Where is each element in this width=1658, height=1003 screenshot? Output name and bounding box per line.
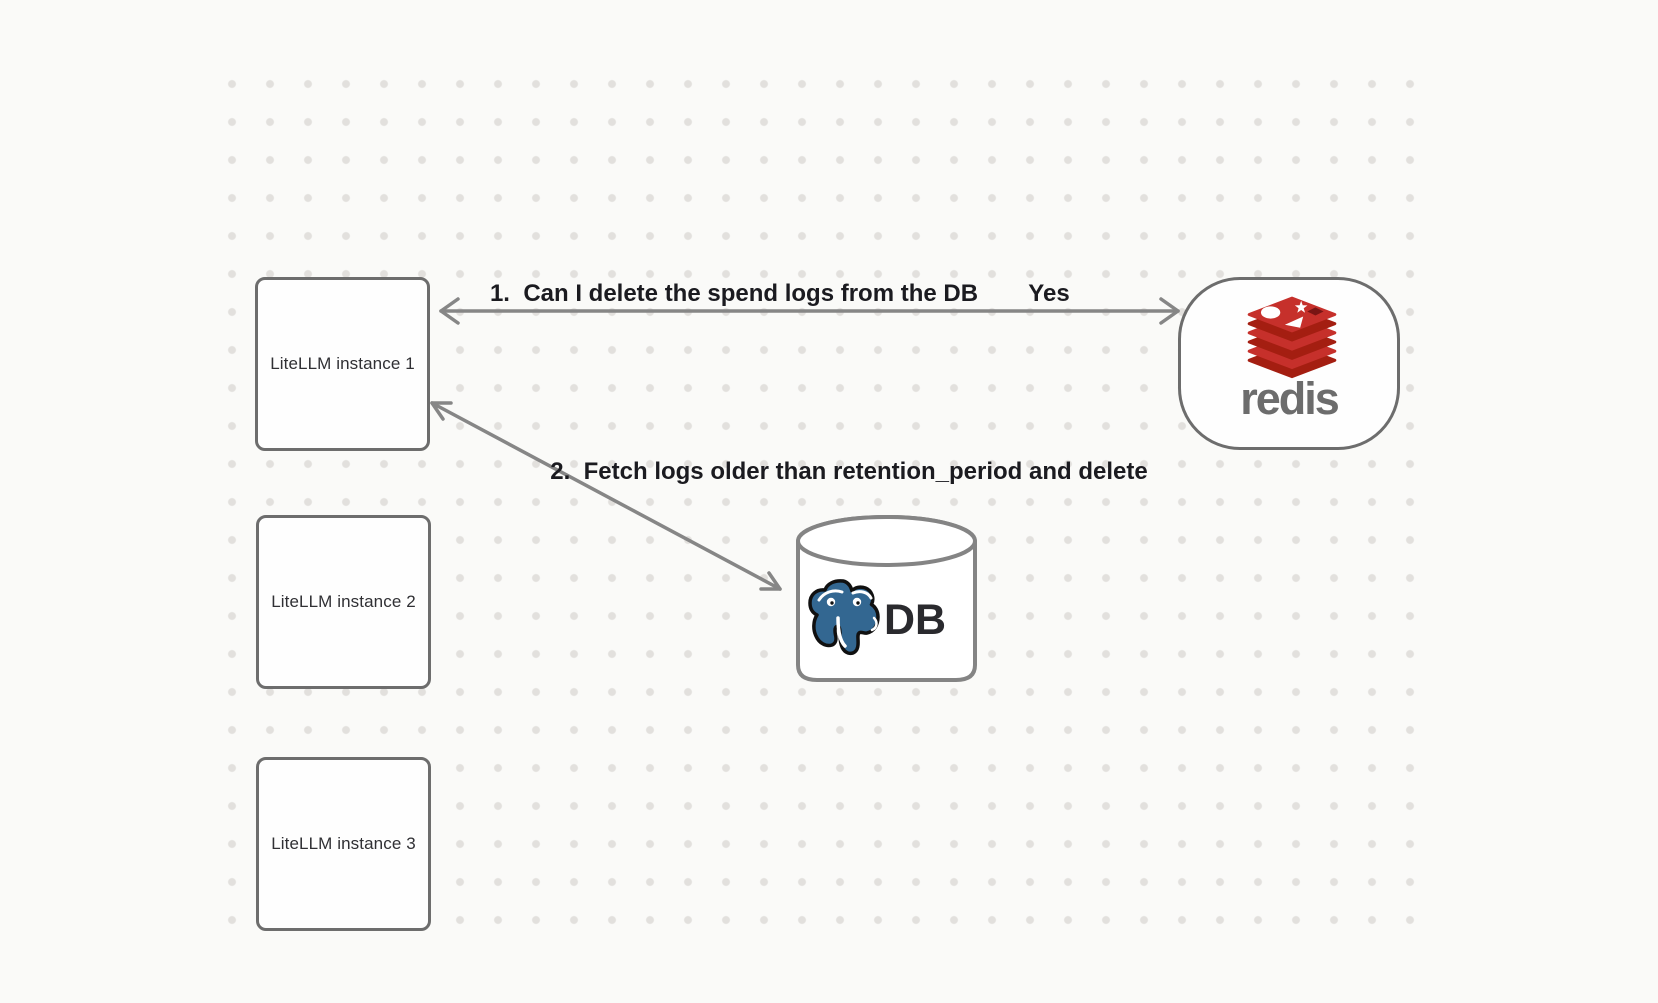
arrow-2-label: 2. Fetch logs older than retention_perio… — [550, 458, 1148, 485]
database-label: DB — [884, 596, 947, 644]
database-cylinder-icon — [796, 515, 977, 682]
node-label: LiteLLM instance 1 — [270, 354, 415, 373]
arrow-2[interactable] — [430, 401, 782, 591]
litellm-instance-2-node[interactable]: LiteLLM instance 2 — [256, 515, 431, 689]
arrow-1[interactable] — [439, 297, 1180, 325]
redis-wordmark: redis — [1240, 373, 1340, 424]
redis-node[interactable]: redis — [1178, 277, 1400, 450]
litellm-instance-1-node[interactable]: LiteLLM instance 1 — [255, 277, 430, 451]
node-label: LiteLLM instance 3 — [271, 834, 416, 853]
arrow-1-response-label: Yes — [1028, 280, 1070, 307]
arrow-1-label: 1. Can I delete the spend logs from the … — [489, 280, 979, 307]
database-node[interactable]: DB — [790, 508, 984, 688]
node-label: LiteLLM instance 2 — [271, 592, 416, 611]
redis-logo-icon — [1247, 296, 1337, 379]
litellm-instance-3-node[interactable]: LiteLLM instance 3 — [256, 757, 431, 931]
postgresql-logo — [808, 579, 880, 656]
